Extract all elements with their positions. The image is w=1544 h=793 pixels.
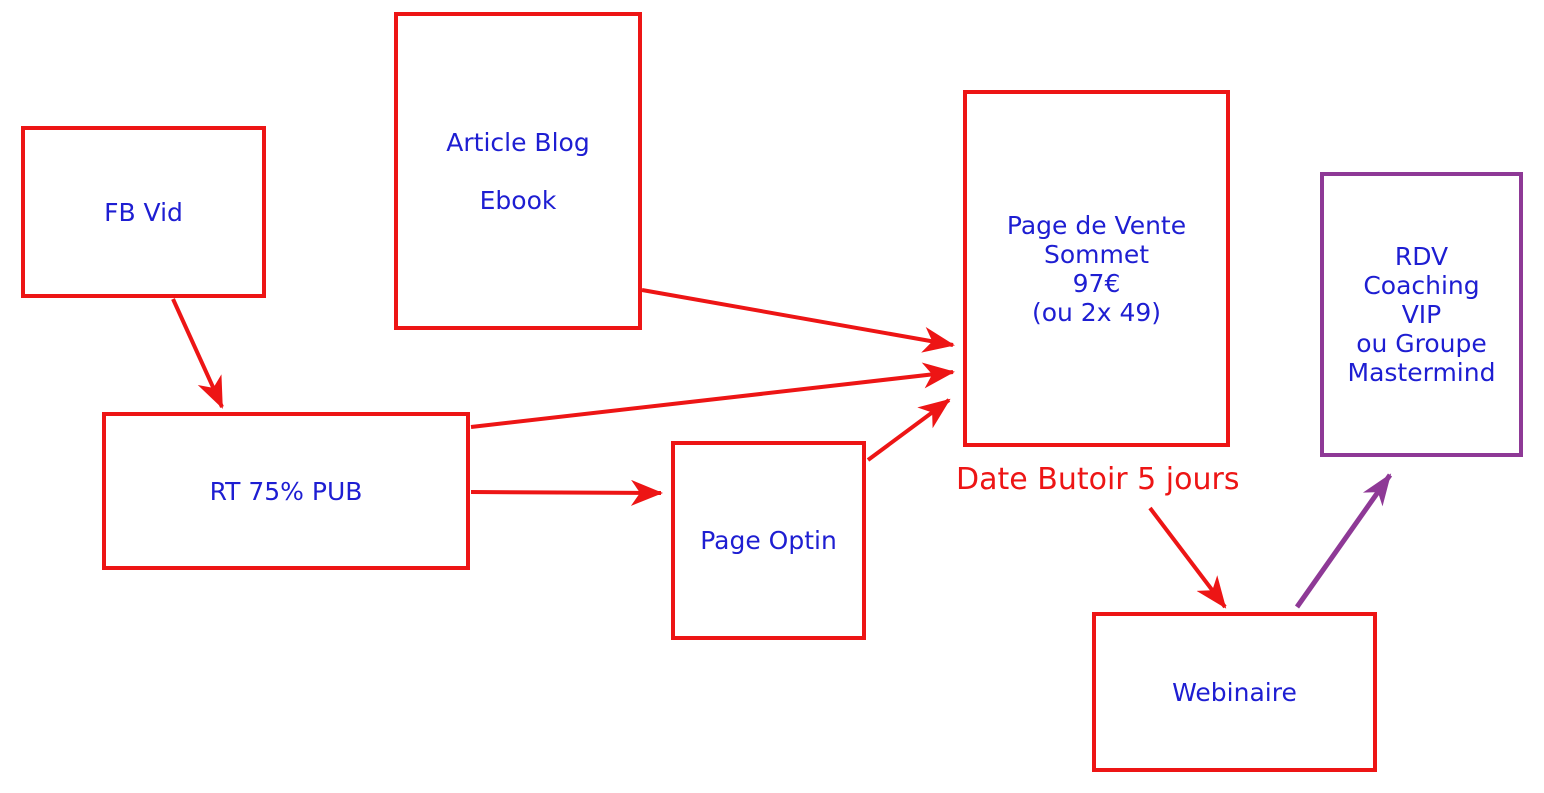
node-fb-vid: FB Vid	[21, 126, 266, 298]
node-page-de-vente-label: Page de Vente Sommet 97€ (ou 2x 49)	[1006, 210, 1187, 327]
node-fb-vid-label: FB Vid	[104, 197, 183, 227]
date-butoir-annotation: Date Butoir 5 jours	[956, 462, 1240, 497]
node-page-de-vente: Page de Vente Sommet 97€ (ou 2x 49)	[963, 90, 1230, 447]
arrow-date-butoir-to-webinaire	[1148, 506, 1227, 609]
node-webinaire: Webinaire	[1092, 612, 1377, 772]
arrow-rt-pub-to-page-optin	[470, 479, 663, 506]
node-webinaire-label: Webinaire	[1172, 677, 1297, 707]
arrow-page-optin-to-page-vente	[866, 398, 951, 462]
node-page-optin-label: Page Optin	[700, 526, 837, 555]
arrow-article-ebook-to-page-vente	[641, 288, 955, 353]
node-rt-75-pub-label: RT 75% PUB	[209, 476, 363, 506]
arrow-webinaire-to-rdv-coaching	[1294, 473, 1393, 609]
node-page-optin: Page Optin	[671, 441, 866, 640]
node-rt-75-pub: RT 75% PUB	[102, 412, 470, 570]
node-article-blog-ebook-label: Article Blog Ebook	[446, 127, 590, 215]
arrow-fb-vid-to-rt-pub	[171, 298, 224, 409]
node-rdv-coaching-vip: RDV Coaching VIP ou Groupe Mastermind	[1320, 172, 1523, 457]
arrow-rt-pub-to-page-vente	[470, 362, 955, 429]
node-rdv-coaching-vip-label: RDV Coaching VIP ou Groupe Mastermind	[1347, 242, 1496, 387]
node-article-blog-ebook: Article Blog Ebook	[394, 12, 642, 330]
